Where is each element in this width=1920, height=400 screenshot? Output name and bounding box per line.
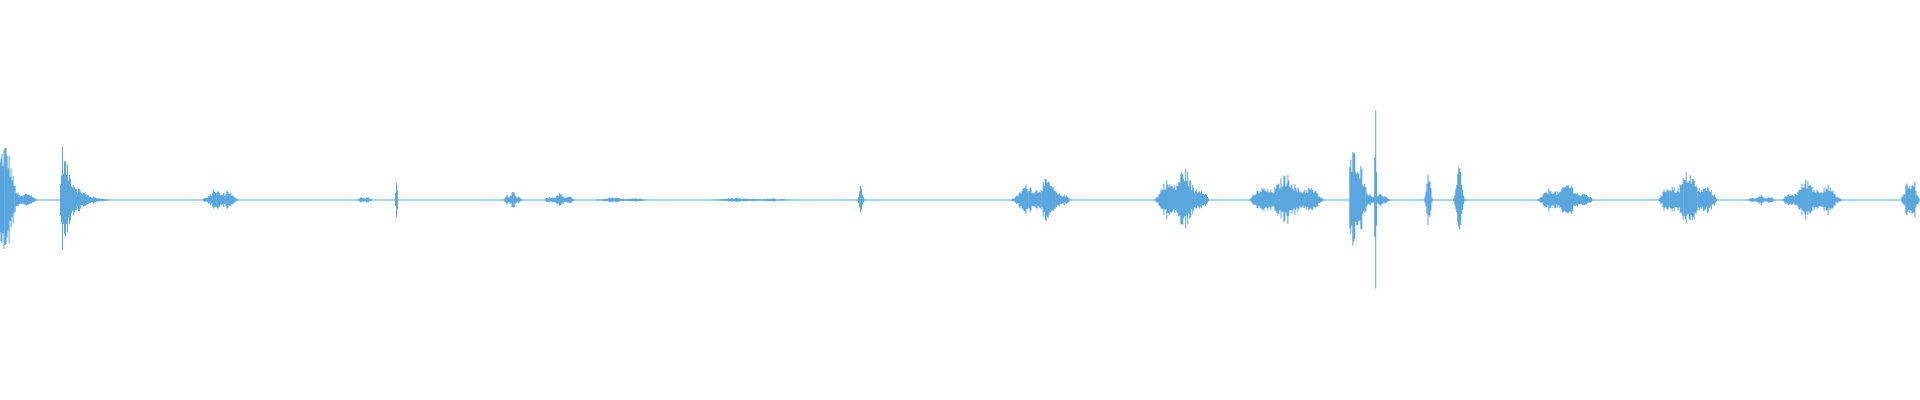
waveform-segment: [1422, 174, 1435, 225]
waveform-segment: [1248, 174, 1325, 225]
waveform-segment: [543, 192, 576, 206]
waveform-segment: [1782, 179, 1843, 220]
waveform-segment: [0, 147, 38, 249]
waveform-segment: [1901, 182, 1920, 218]
waveform-segment: [355, 197, 374, 203]
waveform-segment: [1349, 152, 1392, 246]
waveform-segment: [202, 189, 240, 209]
waveform-segment: [1657, 171, 1718, 223]
waveform-segment: [856, 185, 867, 213]
waveform-segment: [1010, 178, 1071, 221]
waveform-segment: [394, 183, 399, 217]
waveform-segment: [1451, 167, 1468, 230]
waveform-segment: [1373, 110, 1379, 289]
waveform-segment: [503, 192, 522, 208]
waveform-segment: [1536, 185, 1594, 214]
waveform-segment: [586, 197, 653, 203]
waveform-segment: [60, 146, 116, 250]
waveform-segment: [1747, 194, 1776, 206]
waveform-segment: [1154, 168, 1210, 229]
waveform-segment: [692, 198, 804, 202]
waveform-segments: [0, 110, 1920, 289]
